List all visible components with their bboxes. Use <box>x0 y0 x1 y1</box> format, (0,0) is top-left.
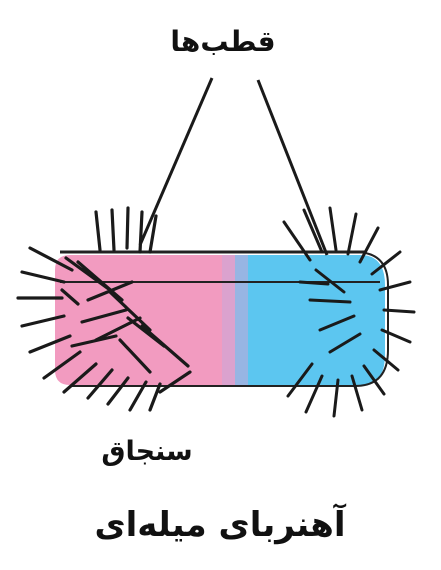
pointer-line-left <box>140 78 212 245</box>
iron-filing-left <box>127 208 128 248</box>
iron-filing-right <box>330 208 336 250</box>
pole-pointer-lines <box>140 78 327 255</box>
iron-filing-right <box>382 330 410 342</box>
magnet-color-blend <box>222 255 248 385</box>
figure-caption: آهنربای میله‌ای <box>90 508 350 542</box>
iron-filing-left <box>112 210 114 250</box>
pointer-line-right <box>258 80 327 255</box>
iron-filing-right <box>300 282 328 284</box>
iron-filing-left <box>96 212 100 250</box>
iron-filing-left <box>140 212 142 252</box>
iron-filing-right <box>348 214 356 254</box>
poles-label: قطب‌ها <box>168 28 278 56</box>
iron-filing-right <box>384 310 414 312</box>
iron-filing-left <box>150 384 160 410</box>
iron-filing-right <box>310 300 350 302</box>
iron-filings-label: سنجاق <box>92 438 202 465</box>
iron-filing-right <box>284 222 310 260</box>
bar-magnet <box>55 252 388 386</box>
